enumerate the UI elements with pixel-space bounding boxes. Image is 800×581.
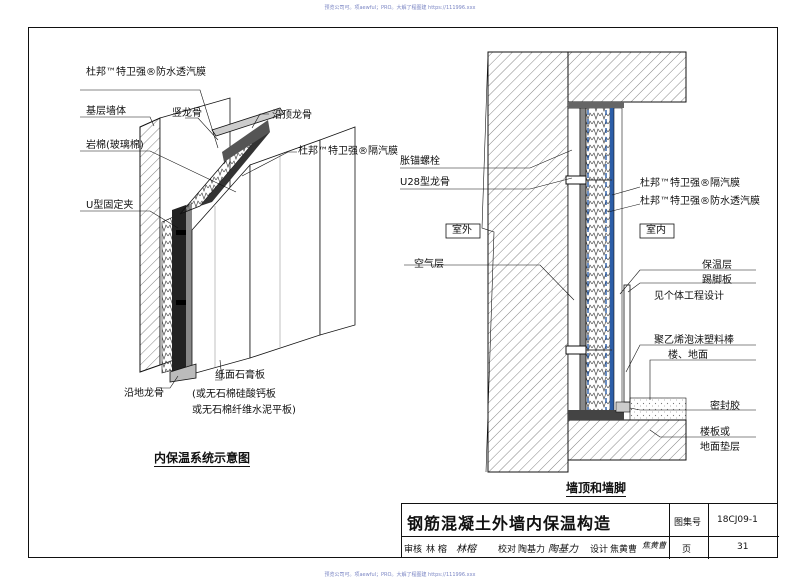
- label-top-track: 沿顶龙骨: [272, 110, 312, 121]
- label-vapor-barrier-right: 杜邦™特卫强®隔汽膜: [640, 178, 740, 189]
- left-view-title: 内保温系统示意图: [154, 451, 251, 467]
- label-insulation: 保温层: [702, 260, 732, 271]
- label-see-design: 见个体工程设计: [654, 291, 724, 302]
- label-floor: 楼、地面: [668, 350, 708, 361]
- title-block: 钢筋混凝土外墙内保温构造 图集号 18CJ09-1 审核 林 榕 林榕 校对 陶…: [401, 503, 779, 559]
- left-schematic: [80, 89, 356, 389]
- label-u28-stud: U28型龙骨: [400, 177, 451, 188]
- right-section: [400, 51, 756, 473]
- label-bottom-track: 沿地龙骨: [124, 388, 164, 399]
- label-alt-board-1: (或无石棉硅酸钙板: [192, 389, 276, 400]
- designer-signature: 焦黄曹: [642, 541, 666, 550]
- right-view-title: 墙顶和墙脚: [566, 481, 627, 497]
- check-label: 校对: [498, 545, 517, 555]
- label-gypsum-board: 纸面石膏板: [215, 370, 265, 381]
- drawing-title: 钢筋混凝土外墙内保温构造: [407, 514, 612, 533]
- label-slab-2: 地面垫层: [700, 442, 740, 453]
- label-sealant: 密封胶: [710, 401, 740, 412]
- label-skirting: 踢脚板: [702, 275, 732, 286]
- label-air-layer: 空气层: [414, 259, 444, 270]
- label-dupont-membrane-right: 杜邦™特卫强®防水透汽膜: [640, 196, 760, 207]
- label-dupont-membrane-left: 杜邦™特卫强®防水透汽膜: [86, 67, 206, 78]
- label-exterior: 室外: [452, 225, 472, 236]
- design-label: 设计: [590, 545, 609, 555]
- reviewer-name: 林 榕: [426, 545, 447, 555]
- label-slab-1: 楼板或: [700, 427, 730, 438]
- label-pe-rod: 聚乙烯泡沫塑料棒: [654, 335, 734, 346]
- watermark-bottom: 预览公司可。项aewful；PRO。大解了程图建 https://111996.…: [324, 572, 476, 578]
- label-vapor-barrier-left: 杜邦™特卫强®隔汽膜: [298, 146, 398, 157]
- designer-name: 焦黄曹: [610, 545, 638, 555]
- atlas-label: 图集号: [674, 518, 702, 528]
- label-base-wall: 基层墙体: [86, 106, 126, 117]
- checker-signature: 陶基力: [548, 544, 578, 555]
- label-anchor-bolt: 胀锚螺栓: [400, 156, 440, 167]
- label-u-clip: U型固定夹: [86, 200, 134, 211]
- review-label: 审核: [404, 545, 423, 555]
- atlas-number: 18CJ09-1: [717, 515, 758, 525]
- page-number: 31: [737, 542, 749, 552]
- label-interior: 室内: [646, 225, 666, 236]
- watermark-top: 预览公司可。项aewful；PRO。大解了程图建 https://111996.…: [324, 5, 476, 11]
- label-stud: 竖龙骨: [172, 108, 202, 119]
- page-label: 页: [682, 545, 692, 555]
- label-alt-board-2: 或无石棉纤维水泥平板): [192, 405, 296, 416]
- drawing-frame: [28, 27, 778, 558]
- reviewer-signature: 林榕: [456, 544, 476, 555]
- checker-name: 陶基力: [518, 545, 546, 555]
- label-rock-wool: 岩棉(玻璃棉): [86, 140, 144, 151]
